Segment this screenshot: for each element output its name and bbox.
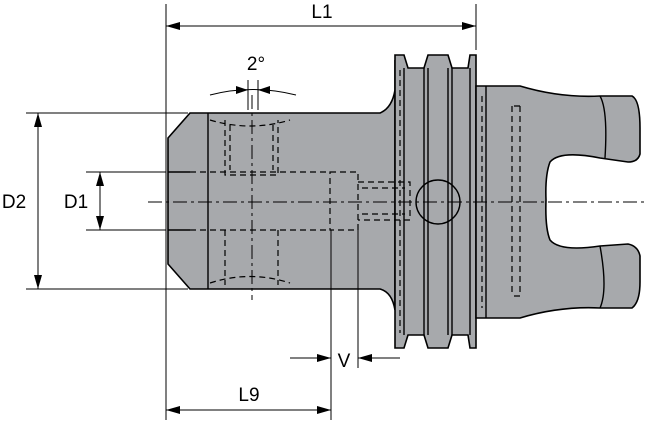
angle-label: 2°: [247, 54, 265, 75]
extension-lines: [26, 4, 477, 420]
v-label: V: [338, 351, 351, 372]
dimension-angle: 2°: [209, 54, 297, 110]
dimension-v: V: [290, 351, 400, 372]
d2-label: D2: [2, 192, 26, 213]
dimension-d1: D1: [64, 172, 104, 230]
dimension-d2: D2: [2, 113, 42, 289]
shank-section: [167, 60, 396, 311]
hidden-features: [190, 70, 521, 333]
l1-label: L1: [311, 2, 332, 23]
dimension-l1: L1: [166, 2, 476, 30]
dimension-l9: L9: [166, 385, 331, 414]
d1-label: D1: [64, 192, 88, 213]
l9-label: L9: [238, 385, 259, 406]
fork-end: [475, 85, 641, 319]
